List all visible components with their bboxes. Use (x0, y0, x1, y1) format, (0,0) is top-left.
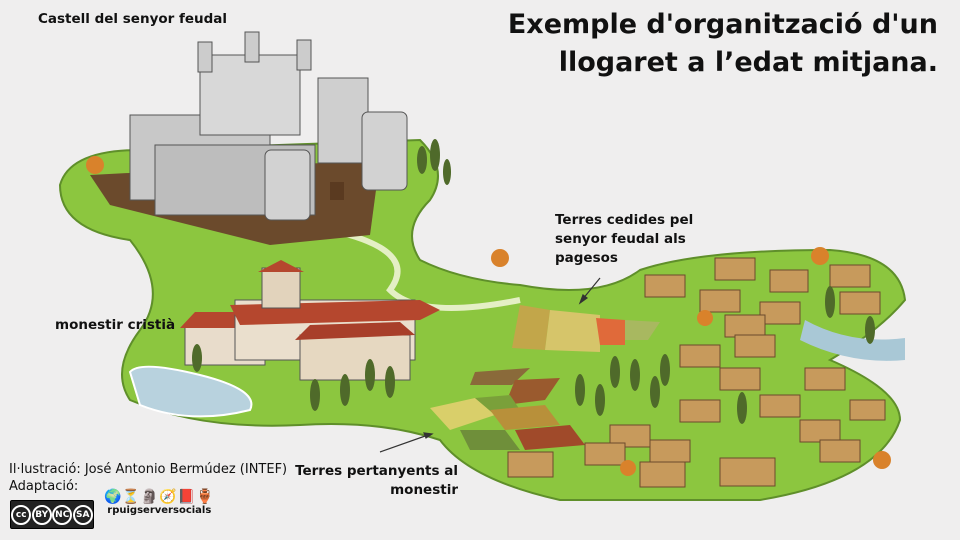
page-title: Exemple d'organització d'un llogaret a l… (508, 6, 938, 82)
label-monastery: monestir cristià (55, 317, 176, 333)
title-line-1: Exemple d'organització d'un (507, 9, 938, 40)
fields (430, 305, 660, 450)
label-line: pagesos (555, 250, 618, 266)
label-line: senyor feudal als (555, 231, 686, 247)
river (800, 320, 905, 361)
path (329, 227, 521, 311)
trees (86, 139, 891, 476)
brand-logo: 🌍⏳🗿🧭📕🏺 rpuigserversocials (104, 489, 215, 516)
adaptation-credit: Adaptació: (9, 479, 79, 494)
illustration-credit: Il·lustració: José Antonio Bermúdez (INT… (9, 462, 288, 477)
houses (507, 257, 886, 488)
label-line: Terres cedides pel (555, 212, 694, 228)
label-line: Terres pertanyents al (295, 463, 458, 479)
castle-drawing (90, 31, 408, 245)
by-icon: BY (31, 504, 52, 525)
label-monastery-lands: Terres pertanyents al monestir (295, 462, 458, 500)
label-line: monestir (390, 482, 458, 498)
arrow-ceded-lands (578, 277, 601, 305)
brand-name: rpuigserversocials (107, 505, 212, 516)
cc-icon: cc (11, 504, 32, 525)
nc-icon: NC (52, 504, 73, 525)
label-ceded-lands: Terres cedides pel senyor feudal als pag… (555, 211, 693, 268)
title-line-2: llogaret a l’edat mitjana. (558, 47, 938, 78)
monastery-drawing (180, 260, 440, 381)
pond (128, 365, 253, 418)
label-castle: Castell del senyor feudal (38, 11, 228, 27)
credits: Il·lustració: José Antonio Bermúdez (INT… (9, 461, 287, 495)
cc-license-badge: cc BY NC SA (10, 500, 94, 529)
sa-icon: SA (72, 504, 93, 525)
history-icons: 🌍⏳🗿🧭📕🏺 (104, 489, 215, 505)
arrow-monastery-lands (379, 432, 434, 453)
